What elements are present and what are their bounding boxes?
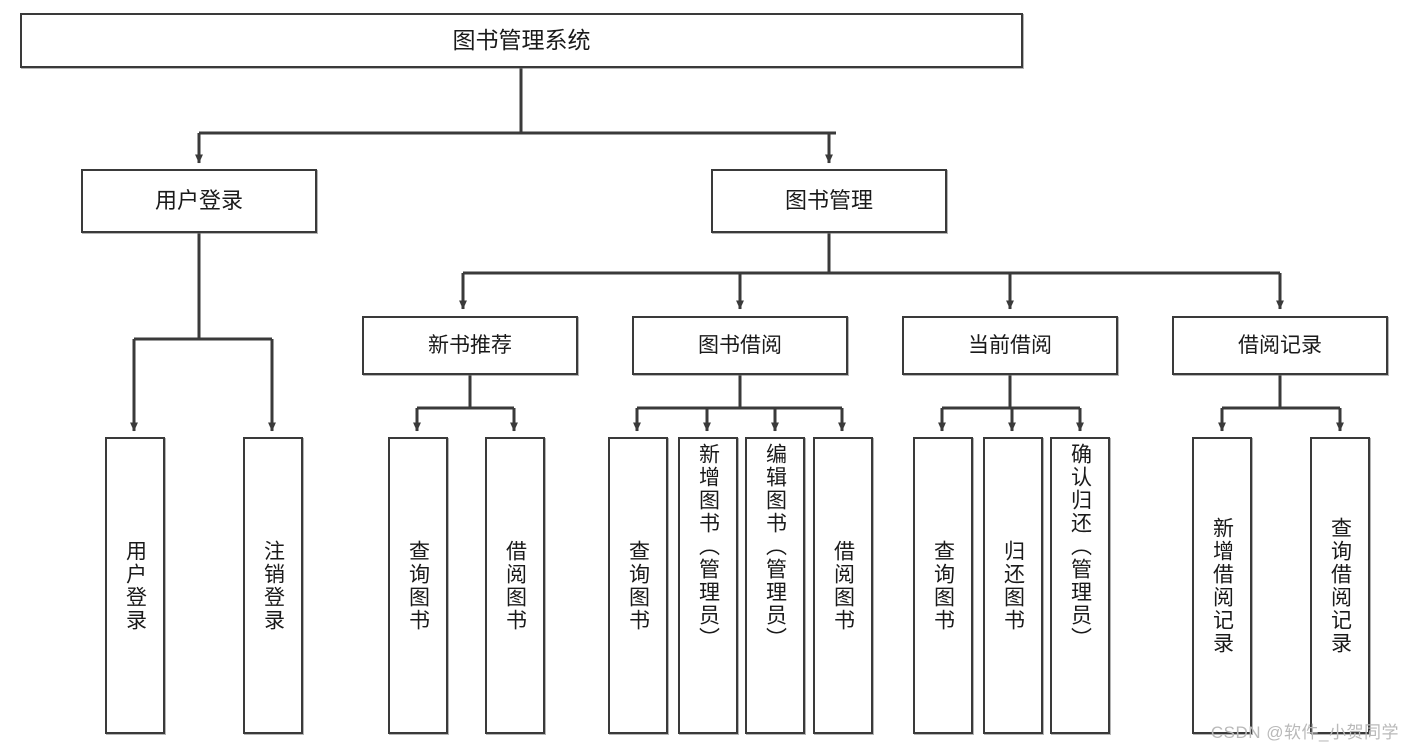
leaf-recommend-borrow-book[interactable]: 借阅图书 [485,437,545,734]
node-label: 图书借阅 [698,333,782,357]
node-label: 借阅图书 [503,539,527,632]
leaf-borrow-query-book[interactable]: 查询图书 [608,437,668,734]
leaf-user-login-signout[interactable]: 注销登录 [243,437,303,734]
node-label: 用户登录 [123,539,147,632]
node-label: 当前借阅 [968,333,1052,357]
node-label: 借阅图书 [831,539,855,632]
leaf-record-add-record[interactable]: 新增借阅记录 [1192,437,1252,734]
node-label: 查询图书 [931,539,955,632]
leaf-current-confirm-return-admin[interactable]: 确认归还（管理员） [1050,437,1110,734]
node-label: 归还图书 [1001,539,1025,632]
node-label: 新增图书（管理员） [696,443,720,650]
node-label: 查询图书 [406,539,430,632]
leaf-borrow-edit-book-admin[interactable]: 编辑图书（管理员） [745,437,805,734]
leaf-borrow-add-book-admin[interactable]: 新增图书（管理员） [678,437,738,734]
node-label: 确认归还（管理员） [1068,443,1092,650]
leaf-current-return-book[interactable]: 归还图书 [983,437,1043,734]
node-label: 借阅记录 [1238,333,1322,357]
node-label: 新书推荐 [428,333,512,357]
node-label: 图书管理系统 [452,26,591,53]
node-current-borrow[interactable]: 当前借阅 [902,316,1118,375]
watermark-text: CSDN @软件_小贺同学 [1210,723,1399,742]
node-borrow-record[interactable]: 借阅记录 [1172,316,1388,375]
leaf-borrow-borrow-book[interactable]: 借阅图书 [813,437,873,734]
leaf-recommend-query-book[interactable]: 查询图书 [388,437,448,734]
node-user-login[interactable]: 用户登录 [81,169,317,233]
node-book-borrow[interactable]: 图书借阅 [632,316,848,375]
leaf-record-query-record[interactable]: 查询借阅记录 [1310,437,1370,734]
node-new-book-recommend[interactable]: 新书推荐 [362,316,578,375]
node-label: 新增借阅记录 [1210,516,1234,655]
node-label: 查询借阅记录 [1328,516,1352,655]
leaf-current-query-book[interactable]: 查询图书 [913,437,973,734]
node-label: 编辑图书（管理员） [763,443,787,650]
node-label: 查询图书 [626,539,650,632]
node-book-management[interactable]: 图书管理 [711,169,947,233]
node-label: 用户登录 [154,187,243,213]
node-label: 注销登录 [261,539,285,632]
node-label: 图书管理 [784,187,873,213]
leaf-user-login-signin[interactable]: 用户登录 [105,437,165,734]
node-root-book-management-system[interactable]: 图书管理系统 [20,13,1023,68]
